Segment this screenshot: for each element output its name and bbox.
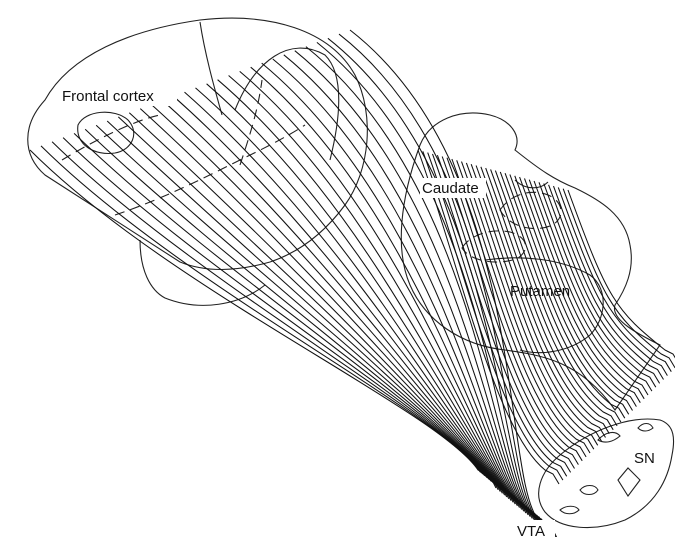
mesocortical-fibers [30, 30, 558, 537]
caudate-label: Caudate [422, 180, 479, 197]
sn-label: SN [634, 450, 655, 467]
cortex-inner-fold [200, 22, 222, 115]
cortex-inner-fold-2 [235, 48, 339, 160]
vta-label: VTA [517, 523, 545, 537]
cortex-small-oval [78, 112, 134, 153]
cortex-lower-lobe [140, 240, 265, 305]
putamen-label: Putamen [510, 283, 570, 300]
frontal-cortex-label: Frontal cortex [62, 88, 154, 105]
cortical-fiber [107, 121, 511, 501]
cortical-fiber [30, 150, 496, 488]
cortical-fiber [207, 84, 531, 517]
cortical-fiber [196, 88, 529, 515]
